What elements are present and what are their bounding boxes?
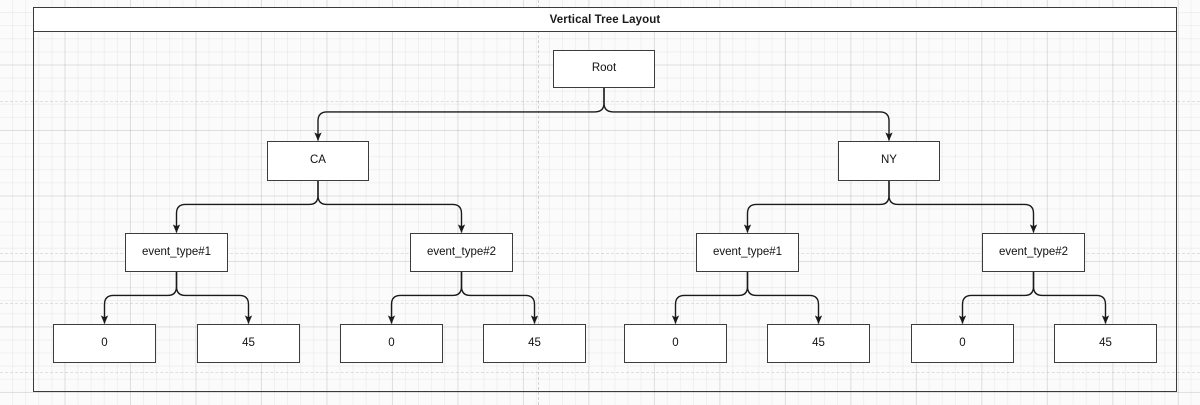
tree-node-l4[interactable]: 45 (483, 324, 586, 363)
tree-node-label: 0 (101, 336, 108, 349)
tree-node-ny-e2[interactable]: event_type#2 (982, 233, 1085, 272)
tree-node-ny[interactable]: NY (838, 141, 940, 181)
tree-node-label: 45 (242, 336, 255, 349)
tree-node-label: 0 (672, 336, 679, 349)
tree-node-label: 45 (1099, 336, 1112, 349)
tree-node-ca-e2[interactable]: event_type#2 (410, 233, 513, 272)
tree-node-l7[interactable]: 0 (911, 324, 1014, 363)
tree-node-root[interactable]: Root (553, 50, 655, 88)
tree-node-l6[interactable]: 45 (767, 324, 870, 363)
tree-node-label: Root (591, 62, 617, 75)
tree-node-label: event_type#2 (426, 245, 497, 258)
tree-node-label: NY (881, 154, 897, 167)
diagram-container[interactable]: Vertical Tree Layout (33, 7, 1177, 392)
page-title: Vertical Tree Layout (34, 8, 1176, 32)
tree-node-l1[interactable]: 0 (53, 324, 156, 363)
tree-node-label: 0 (388, 336, 395, 349)
tree-node-l5[interactable]: 0 (624, 324, 727, 363)
tree-node-ca[interactable]: CA (267, 141, 369, 181)
tree-node-ca-e1[interactable]: event_type#1 (125, 233, 228, 272)
tree-node-label: event_type#1 (141, 245, 212, 258)
guide-line-horizontal (0, 372, 1200, 373)
guide-line-vertical (538, 0, 539, 405)
tree-node-l3[interactable]: 0 (340, 324, 443, 363)
tree-node-ny-e1[interactable]: event_type#1 (696, 233, 799, 272)
guide-line-horizontal (0, 303, 1200, 304)
tree-node-label: event_type#2 (998, 245, 1069, 258)
guide-line-horizontal (0, 253, 1200, 254)
tree-node-label: 45 (812, 336, 825, 349)
tree-node-label: CA (310, 154, 326, 167)
tree-node-label: 45 (528, 336, 541, 349)
tree-node-label: 0 (959, 336, 966, 349)
tree-node-l2[interactable]: 45 (197, 324, 300, 363)
tree-node-l8[interactable]: 45 (1054, 324, 1157, 363)
tree-node-label: event_type#1 (712, 245, 783, 258)
